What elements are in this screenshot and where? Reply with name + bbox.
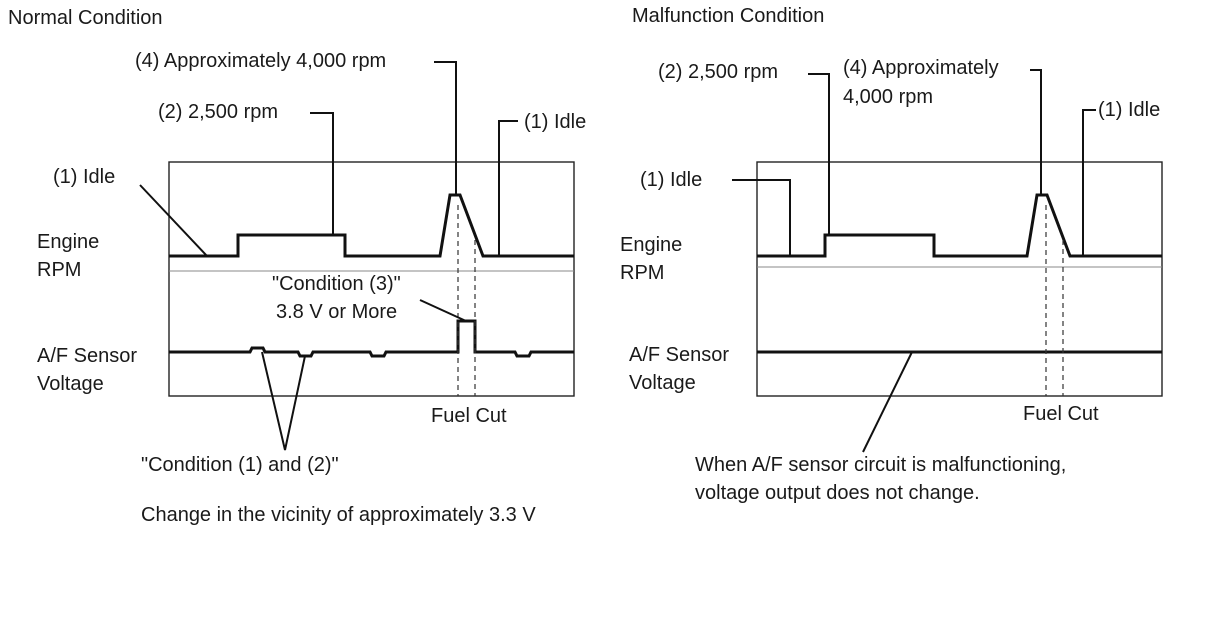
malfunction-af-label-1: A/F Sensor (629, 344, 729, 366)
malfunction-engine-rpm-label-1: Engine (620, 234, 682, 256)
normal-condition3-label-2: 3.8 V or More (276, 301, 397, 323)
malfunction-engine-rpm-label-2: RPM (620, 262, 664, 284)
malfunction-label-4000-1: (4) Approximately (843, 57, 999, 79)
malfunction-note-line-2: voltage output does not change. (695, 482, 980, 504)
normal-4000-leader (434, 61, 457, 195)
malfunction-fuel-cut-label: Fuel Cut (1023, 403, 1099, 425)
normal-af-voltage-trace (169, 319, 574, 358)
normal-label-4000: (4) Approximately 4,000 rpm (135, 50, 386, 72)
normal-condition3-leader (419, 299, 467, 322)
normal-condition-panel: Normal Condition (4) Approximately 4,000… (8, 7, 586, 526)
malfunction-label-idle-left: (1) Idle (640, 169, 702, 191)
normal-idle-right-leader (498, 120, 518, 256)
malfunction-idle-right-leader (1082, 109, 1096, 256)
normal-label-idle-right: (1) Idle (524, 111, 586, 133)
normal-af-label-2: Voltage (37, 373, 104, 395)
malfunction-graph-frame (756, 161, 1163, 397)
normal-condition12-leader (261, 351, 306, 451)
normal-title: Normal Condition (8, 7, 163, 29)
normal-idle-left-leader (139, 184, 208, 257)
malfunction-af-label-2: Voltage (629, 372, 696, 394)
normal-label-2500: (2) 2,500 rpm (158, 101, 278, 123)
normal-engine-rpm-label-2: RPM (37, 259, 81, 281)
malfunction-note-leader (862, 351, 913, 453)
normal-condition3-label-1: "Condition (3)" (272, 273, 401, 295)
normal-graph-frame (168, 161, 575, 397)
normal-condition12-label: "Condition (1) and (2)" (141, 454, 339, 476)
malfunction-idle-left-leader (732, 179, 791, 256)
malfunction-note-line-1: When A/F sensor circuit is malfunctionin… (695, 454, 1066, 476)
malfunction-label-idle-right: (1) Idle (1098, 99, 1160, 121)
malfunction-engine-rpm-trace (757, 193, 1162, 258)
malfunction-condition-panel: Malfunction Condition (2) 2,500 rpm (4) … (620, 5, 1163, 504)
normal-fuel-cut-label: Fuel Cut (431, 405, 507, 427)
malfunction-title: Malfunction Condition (632, 5, 824, 27)
normal-2500-leader (310, 112, 334, 235)
malfunction-label-2500: (2) 2,500 rpm (658, 61, 778, 83)
normal-af-label-1: A/F Sensor (37, 345, 137, 367)
normal-engine-rpm-label-1: Engine (37, 231, 99, 253)
normal-engine-rpm-trace (169, 193, 574, 258)
normal-vicinity-note: Change in the vicinity of approximately … (141, 504, 536, 526)
normal-label-idle-left: (1) Idle (53, 166, 115, 188)
malfunction-4000-leader (1030, 69, 1042, 195)
malfunction-label-4000-2: 4,000 rpm (843, 86, 933, 108)
malfunction-2500-leader (808, 73, 830, 235)
